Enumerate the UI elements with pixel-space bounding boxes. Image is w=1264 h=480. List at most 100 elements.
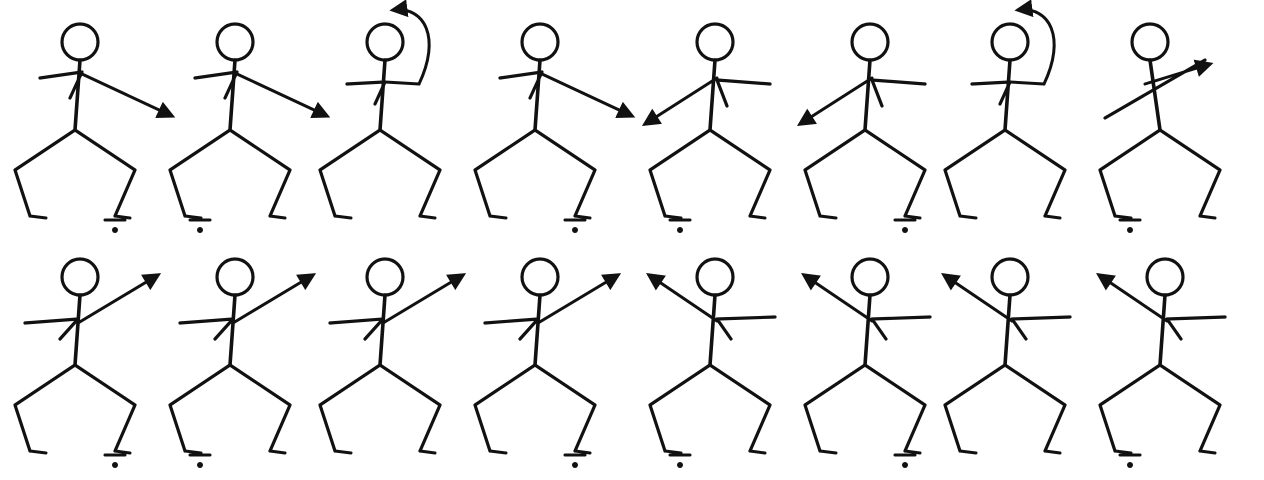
figure-right-arm-arrow bbox=[538, 275, 618, 323]
stick-figure bbox=[649, 259, 775, 468]
figure-torso bbox=[1150, 60, 1160, 130]
figure-left-foot bbox=[820, 216, 836, 218]
figure-head bbox=[522, 24, 558, 60]
step-marker-dot bbox=[1127, 462, 1133, 468]
figure-right-arm-arrow bbox=[233, 275, 313, 323]
figure-legs bbox=[15, 130, 135, 216]
figure-right-foot bbox=[1200, 451, 1215, 453]
stick-figure bbox=[475, 24, 632, 233]
figure-right-arm bbox=[1012, 317, 1070, 339]
figure-head bbox=[697, 24, 733, 60]
figure-right-arm-arrow bbox=[78, 275, 158, 323]
figure-right-foot bbox=[270, 216, 285, 218]
figure-left-arm bbox=[485, 319, 538, 339]
figure-left-foot bbox=[665, 451, 681, 453]
step-marker-dot bbox=[197, 227, 203, 233]
figure-head bbox=[1147, 259, 1183, 295]
figure-left-arm bbox=[25, 319, 78, 339]
figure-right-foot bbox=[575, 216, 590, 218]
figure-legs bbox=[170, 130, 290, 216]
figure-left-arm bbox=[500, 72, 542, 98]
figure-torso bbox=[865, 60, 870, 130]
stick-figure bbox=[475, 259, 618, 468]
figure-right-arm bbox=[717, 80, 770, 106]
figure-right-foot bbox=[750, 216, 765, 218]
figure-legs bbox=[1100, 130, 1220, 216]
figure-left-foot bbox=[960, 216, 976, 218]
step-marker-dot bbox=[112, 227, 118, 233]
figure-left-arm bbox=[347, 82, 385, 104]
figure-right-arm-arrow bbox=[82, 74, 172, 116]
figure-head bbox=[367, 259, 403, 295]
stick-figure bbox=[800, 24, 925, 233]
figure-right-arm bbox=[872, 317, 930, 339]
step-marker-dot bbox=[572, 462, 578, 468]
figure-left-arm bbox=[972, 82, 1010, 104]
figure-right-arm-arrow bbox=[237, 74, 327, 116]
figure-legs bbox=[320, 130, 440, 216]
figure-left-foot bbox=[185, 216, 201, 218]
figure-left-foot bbox=[1115, 216, 1131, 218]
figure-left-arm-arrow bbox=[804, 275, 872, 321]
figure-left-arm bbox=[330, 319, 383, 339]
figure-legs bbox=[170, 365, 290, 451]
figure-left-foot bbox=[490, 216, 506, 218]
figure-head bbox=[852, 259, 888, 295]
figure-legs bbox=[650, 365, 770, 451]
step-marker-dot bbox=[1127, 227, 1133, 233]
figure-right-foot bbox=[420, 216, 435, 218]
figure-right-foot bbox=[115, 216, 130, 218]
figure-left-arm bbox=[180, 319, 233, 339]
figure-right-foot bbox=[905, 216, 920, 218]
stick-figure bbox=[15, 24, 172, 233]
figure-head bbox=[852, 24, 888, 60]
stick-figure bbox=[320, 10, 440, 218]
figure-legs bbox=[475, 130, 595, 216]
figure-right-arm bbox=[1010, 82, 1044, 84]
figure-legs bbox=[805, 365, 925, 451]
step-marker-dot bbox=[902, 462, 908, 468]
figure-torso bbox=[380, 295, 385, 365]
figure-left-arm-arrow bbox=[1099, 275, 1167, 321]
stick-figure bbox=[320, 259, 463, 453]
figure-left-foot bbox=[665, 216, 681, 218]
figure-left-arm-arrow bbox=[649, 275, 717, 321]
stick-figure bbox=[15, 259, 158, 468]
figure-left-foot bbox=[185, 451, 201, 453]
figure-left-arm bbox=[195, 72, 237, 98]
figure-head bbox=[62, 259, 98, 295]
figure-torso bbox=[1005, 295, 1010, 365]
step-marker-dot bbox=[677, 227, 683, 233]
figure-right-foot bbox=[115, 451, 130, 453]
figure-right-arm bbox=[872, 80, 925, 106]
stick-figure bbox=[645, 24, 770, 233]
figure-torso bbox=[865, 295, 870, 365]
figure-torso bbox=[75, 295, 80, 365]
figure-head bbox=[522, 259, 558, 295]
figure-legs bbox=[805, 130, 925, 216]
step-marker-dot bbox=[902, 227, 908, 233]
figure-right-foot bbox=[1045, 451, 1060, 453]
figure-left-foot bbox=[1115, 451, 1131, 453]
step-marker-dot bbox=[197, 462, 203, 468]
figure-head bbox=[1132, 24, 1168, 60]
step-marker-dot bbox=[572, 227, 578, 233]
figure-right-foot bbox=[1045, 216, 1060, 218]
figure-head bbox=[217, 259, 253, 295]
figure-head bbox=[62, 24, 98, 60]
figure-right-foot bbox=[420, 451, 435, 453]
figure-left-arm-arrow bbox=[800, 78, 872, 124]
figure-left-foot bbox=[960, 451, 976, 453]
step-marker-dot bbox=[112, 462, 118, 468]
figure-left-foot bbox=[30, 216, 46, 218]
figure-head bbox=[367, 24, 403, 60]
figure-head bbox=[697, 259, 733, 295]
stick-figure bbox=[170, 259, 313, 468]
turn-arrow-icon bbox=[1018, 10, 1054, 84]
figure-torso bbox=[535, 295, 540, 365]
figure-right-arm bbox=[717, 317, 775, 339]
figure-torso bbox=[230, 295, 235, 365]
figure-left-foot bbox=[820, 451, 836, 453]
figure-left-arm bbox=[40, 72, 82, 98]
